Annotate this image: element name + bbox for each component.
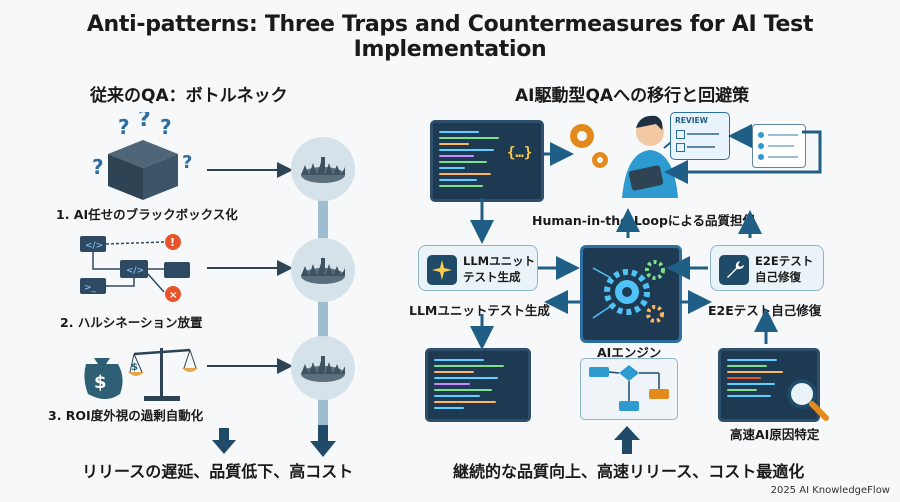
flowchart-icon (589, 365, 669, 411)
trap-icon-3 (291, 336, 355, 400)
code-screen-top: {…} (430, 120, 544, 202)
page-title: Anti-patterns: Three Traps and Counterme… (86, 12, 814, 62)
hitl-label: Human-in-the-Loopによる品質担保 (532, 213, 756, 228)
brace-icon: {…} (507, 145, 533, 161)
svg-text:</>: </> (126, 266, 144, 276)
trap-icon-2 (291, 238, 355, 302)
svg-text:?: ? (92, 155, 104, 179)
trap-label-1: 1. AI任せのブラックボックス化 (56, 207, 238, 222)
checklist-document (752, 124, 806, 168)
trap-label-2: 2. ハルシネーション放置 (60, 315, 203, 330)
svg-text:?: ? (138, 112, 151, 132)
engine-label: AIエンジン (597, 345, 662, 360)
code-screen-bottom-left (425, 348, 531, 422)
svg-text:$: $ (94, 372, 107, 393)
e2e-self-healing-box: E2Eテスト自己修復 (710, 245, 824, 291)
trap-icon-1 (291, 137, 355, 201)
e2e-box-line1: E2Eテスト (755, 254, 814, 268)
review-label: REVIEW (675, 116, 708, 125)
left-down-arrow (212, 428, 236, 454)
right-result: 継続的な品質向上、高速リリース、コスト最適化 (453, 462, 805, 481)
svg-text:</>: </> (85, 241, 103, 251)
credit-text: 2025 AI KnowledgeFlow (770, 485, 890, 496)
svg-text:!: ! (170, 236, 175, 249)
root-cause-label: 高速AI原因特定 (730, 427, 820, 442)
bottleneck-pipeline (291, 137, 355, 457)
llm-box-line1: LLMユニット (463, 254, 536, 268)
ai-engine-core (580, 245, 682, 343)
right-up-arrow (614, 426, 640, 454)
left-heading: 従来のQA：ボトルネック (90, 86, 288, 106)
trap-label-3: 3. ROI度外視の過剰自動化 (48, 408, 204, 423)
llm-caption: LLMユニットテスト生成 (409, 303, 550, 318)
review-card: REVIEW (670, 112, 730, 160)
flowchart-card (580, 358, 678, 420)
right-heading: AI駆動型QAへの移行と回避策 (515, 86, 750, 106)
gear-icon (570, 124, 608, 168)
money-scale-icon: $ $ (84, 348, 198, 401)
svg-text:?: ? (160, 115, 172, 139)
e2e-box-line2: 自己修復 (755, 270, 801, 284)
svg-text:$: $ (131, 362, 138, 373)
svg-text:×: × (169, 290, 177, 301)
left-result: リリースの遅延、品質低下、高コスト (82, 462, 354, 481)
svg-text:?: ? (118, 115, 130, 139)
llm-box-line2: テスト生成 (463, 270, 521, 284)
black-box-icon: ? ? ? ? ? (92, 112, 192, 200)
wrench-icon (719, 255, 749, 285)
svg-text:?: ? (182, 152, 192, 173)
right-flow-connectors (470, 124, 822, 350)
trap-arrows (207, 162, 293, 374)
gears-icon (592, 260, 665, 323)
llm-unit-test-box: LLMユニットテスト生成 (418, 245, 538, 291)
magnifier-icon (787, 379, 829, 421)
svg-text:>_: >_ (84, 283, 97, 293)
sparkle-icon (427, 255, 457, 285)
hallucination-flow-icon: </> </> >_ ! × (80, 234, 190, 302)
